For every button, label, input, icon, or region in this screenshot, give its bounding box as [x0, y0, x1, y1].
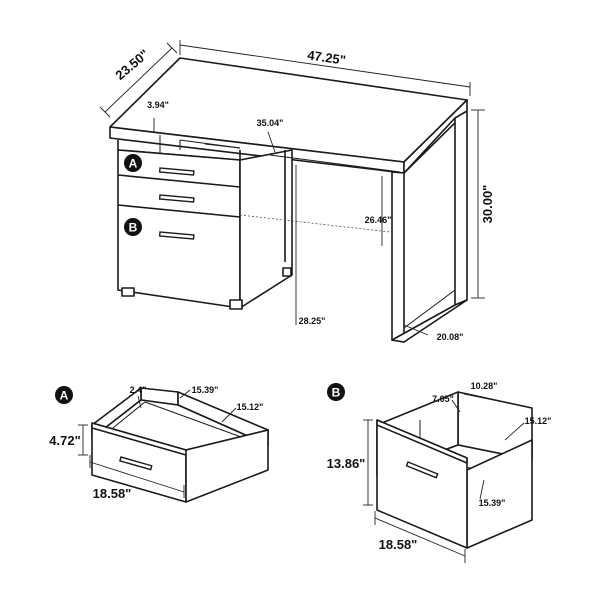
drawer-b-front-width-line [374, 517, 466, 557]
dim-depth-tick-a [99, 106, 111, 118]
dim-leg-depth-label: 20.08" [437, 332, 464, 342]
drawer-a-handle [119, 456, 153, 471]
dim-width-line [179, 44, 471, 88]
cabinet-foot-left [121, 287, 135, 297]
drawer-handle-bottom [158, 231, 195, 240]
dim-depth-label: 23.50" [112, 46, 151, 82]
desk-badge-a: A [124, 154, 142, 172]
dim-shelf-gap-label: 3.94" [147, 100, 169, 110]
dim-leg-depth-leader [403, 324, 429, 336]
desk-top-surface [109, 57, 468, 163]
drawer-b-badge-text: B [332, 386, 341, 400]
cabinet-foot-back [282, 267, 292, 277]
drawer-a-side-leader [137, 395, 142, 409]
desk-drawing [109, 57, 468, 343]
drawer-a-badge-text: A [60, 389, 69, 403]
drawer-a-height-label: 4.72" [49, 433, 80, 448]
shelf-inner-line [204, 143, 241, 149]
drawer-b-inner-width-line [463, 393, 505, 403]
drawer-b-side-label: 7.05" [432, 394, 454, 404]
leg-front-post [391, 171, 405, 343]
dim-depth-line [104, 47, 173, 113]
cabinet-side [239, 149, 293, 309]
drawer-divider-1 [117, 174, 241, 188]
drawer-b-badge: B [327, 383, 345, 401]
drawer-a-bottom-line-2 [144, 401, 256, 443]
cabinet-foot-right [229, 299, 243, 310]
leg-inner-rail [403, 270, 456, 329]
drawer-a-side-edge [185, 429, 269, 503]
desk-badge-b: B [124, 218, 142, 236]
drawer-a-inner-width-leader [179, 389, 191, 399]
dim-depth-tick-b [166, 42, 178, 54]
drawer-handle-top [158, 167, 195, 176]
drawer-divider-2 [117, 204, 241, 218]
dim-leg-height-label: 28.25" [299, 316, 326, 326]
leg-rear-post [454, 110, 468, 306]
drawer-a-inner-depth-label: 15.12" [237, 402, 264, 412]
drawer-b-bottom-width-leader [479, 479, 485, 500]
drawer-a-front-width-line [89, 461, 185, 493]
drawer-a-badge: A [55, 386, 73, 404]
modesty-line [269, 154, 401, 173]
drawer-b-side-leader [451, 399, 461, 413]
dim-knee-label: 26.46" [365, 215, 392, 225]
drawer-b-height-label: 13.86" [327, 456, 366, 471]
drawer-b-bottom-width-label: 15.39" [479, 498, 506, 508]
drawer-b-front-width-label: 18.58" [379, 537, 418, 552]
drawer-b-drawing [376, 391, 533, 549]
drawer-b-handle [405, 461, 439, 479]
dim-height-label: 30.00" [480, 185, 495, 224]
desk-badge-b-text: B [129, 221, 138, 235]
drawer-a-front-width-label: 18.58" [93, 486, 132, 501]
dim-knee-dash [239, 214, 391, 233]
drawer-b-front-top [376, 419, 468, 464]
drawer-a-inner-depth-leader [221, 407, 237, 423]
drawer-a-drawing [91, 387, 269, 503]
dim-width-label: 47.25" [306, 47, 346, 67]
drawer-b-inner-depth-label: 15.12" [525, 416, 552, 426]
drawer-handle-middle [158, 194, 195, 203]
drawer-b-inner-depth-leader [504, 422, 525, 441]
drawer-b-inner-width-label: 10.28" [471, 381, 498, 391]
drawer-a-side-label: 2.4" [130, 385, 147, 395]
drawer-a-inner-width-label: 15.39" [192, 385, 219, 395]
dim-inner-width-label: 35.04" [257, 118, 284, 128]
leg-bottom-bar [391, 299, 468, 343]
desk-badge-a-text: A [129, 157, 138, 171]
dim-inner-width-leader [267, 131, 276, 153]
leg-frame-side [403, 117, 456, 174]
